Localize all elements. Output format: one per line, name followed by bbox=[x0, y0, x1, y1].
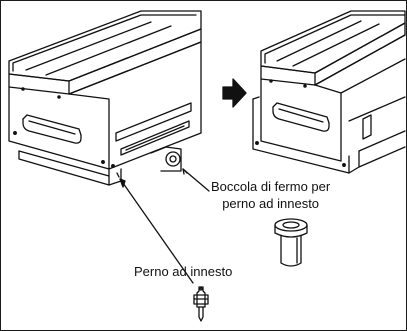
pin-top bbox=[199, 287, 203, 291]
unit-right bbox=[252, 10, 406, 174]
unit-right-lid-front bbox=[260, 65, 316, 86]
unit-left-screw bbox=[101, 160, 105, 164]
unit-left-screw bbox=[57, 95, 61, 99]
unit-right-handle-inner bbox=[278, 108, 324, 123]
unit-right-handle-top bbox=[272, 102, 330, 124]
pin-body bbox=[193, 294, 209, 305]
unit-left-handle bbox=[22, 118, 82, 144]
unit-right-body-front bbox=[260, 78, 342, 162]
pin-leader-arrowhead bbox=[119, 178, 126, 188]
pin-head bbox=[196, 286, 206, 308]
unit-left-socket-bracket bbox=[150, 146, 182, 172]
unit-left-lid-front bbox=[8, 73, 70, 95]
unit-right-top-edge bbox=[264, 14, 406, 64]
unit-right-base-side bbox=[348, 150, 360, 174]
bushing-flange-top bbox=[274, 218, 308, 232]
unit-left-groove bbox=[25, 21, 152, 71]
bushing-callout: Boccola di fermo per perno ad innesto bbox=[211, 178, 330, 212]
unit-left-handle-top bbox=[22, 114, 82, 136]
unit-right-rail bbox=[358, 130, 406, 152]
unit-left-body-edge bbox=[68, 93, 110, 170]
unit-left-screw bbox=[111, 164, 115, 168]
unit-right-side-line bbox=[348, 96, 406, 122]
unit-left-plinth bbox=[18, 150, 110, 186]
pin-leader-line bbox=[122, 182, 194, 284]
unit-left-socket bbox=[165, 151, 181, 167]
bushing-bore bbox=[282, 221, 300, 229]
unit-left-handle-inner bbox=[28, 120, 76, 135]
unit-right-base-top bbox=[252, 96, 260, 100]
unit-left-top-edge bbox=[12, 14, 197, 72]
unit-right-body-side bbox=[340, 58, 406, 94]
arrow-right-icon bbox=[222, 78, 247, 108]
unit-left-screw bbox=[13, 131, 17, 135]
bushing-label-line1: Boccola di fermo per bbox=[211, 179, 331, 194]
unit-right-rail-low bbox=[358, 146, 406, 168]
plug-pin-part bbox=[193, 286, 209, 322]
bushing-body bbox=[280, 235, 302, 267]
unit-right-lid-bottom bbox=[314, 34, 406, 86]
unit-right-connector bbox=[362, 114, 372, 140]
unit-left-top bbox=[8, 10, 202, 82]
unit-right-lid-side bbox=[314, 22, 406, 86]
unit-left-slot bbox=[120, 120, 190, 156]
unit-right-screw bbox=[269, 79, 273, 83]
bushing-leader-arrowhead bbox=[182, 168, 188, 175]
unit-left-groove bbox=[45, 25, 172, 76]
bushing-label-line2: perno ad innesto bbox=[222, 196, 320, 211]
pin-leader-mark bbox=[116, 172, 120, 178]
bushing-part bbox=[274, 218, 308, 267]
unit-left-body-front bbox=[8, 86, 110, 177]
unit-right-groove bbox=[292, 23, 380, 67]
unit-right-base bbox=[252, 98, 350, 174]
pin-tip bbox=[198, 306, 204, 322]
unit-right-groove bbox=[276, 20, 362, 62]
unit-left-slot-line bbox=[125, 125, 185, 151]
unit-right-handle bbox=[272, 106, 330, 132]
unit-right-screw bbox=[303, 84, 307, 88]
bushing-flange bbox=[274, 224, 308, 238]
unit-right-screw bbox=[255, 141, 259, 145]
unit-left-lid-side bbox=[68, 28, 202, 95]
unit-left-side-plate bbox=[115, 102, 192, 142]
unit-right-screw bbox=[342, 163, 346, 167]
unit-left-screw bbox=[21, 87, 25, 91]
plug-pin-callout: Perno ad innesto bbox=[134, 264, 233, 279]
unit-left bbox=[8, 10, 202, 186]
unit-left-socket-inner bbox=[169, 155, 177, 163]
